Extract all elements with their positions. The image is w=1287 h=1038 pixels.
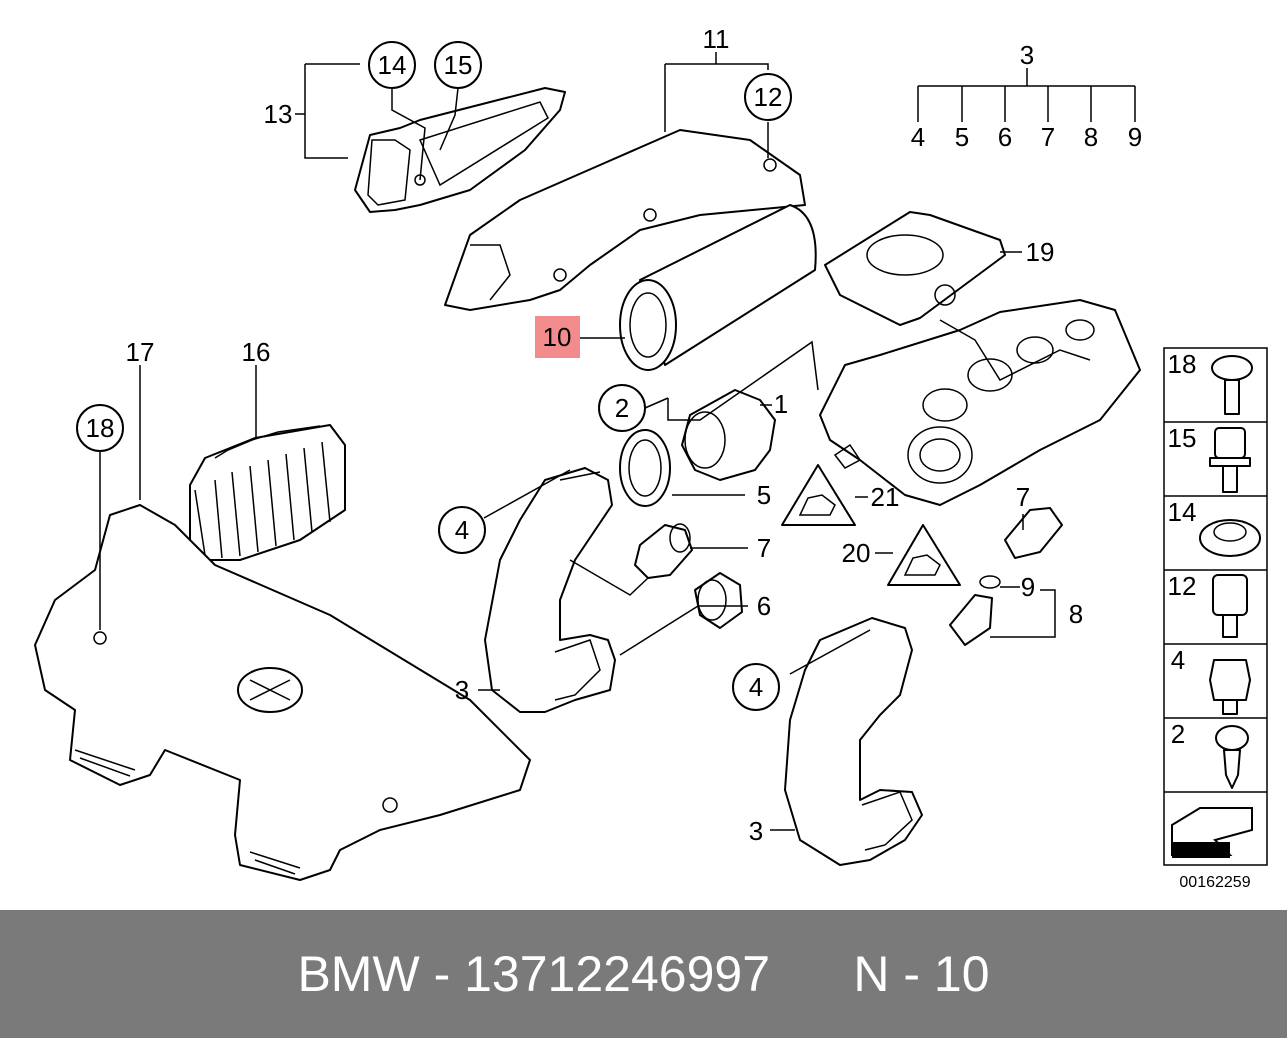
- callout-16: 16: [242, 337, 271, 367]
- callout-8: 8: [1069, 599, 1083, 629]
- silencer-cover-part: [444, 129, 806, 311]
- position-code: N - 10: [853, 946, 990, 1002]
- callout-13: 13: [264, 99, 293, 129]
- cylinder-head-cover-part: [819, 299, 1141, 506]
- callout-4-lower: 4: [749, 672, 763, 702]
- callout-18: 18: [86, 413, 115, 443]
- air-filter-element-part: [619, 204, 817, 371]
- panel-label-4: 4: [1171, 645, 1185, 675]
- warning-label-20: [887, 524, 961, 586]
- callout-6: 6: [757, 591, 771, 621]
- diagram-code: 00162259: [1179, 874, 1250, 891]
- callout-6-group: 6: [998, 122, 1012, 152]
- panel-label-18: 18: [1168, 349, 1197, 379]
- callout-19: 19: [1026, 237, 1055, 267]
- brand-separator: -: [433, 946, 451, 1002]
- callout-5-group: 5: [955, 122, 969, 152]
- callout-4-upper: 4: [455, 515, 469, 545]
- callout-5: 5: [757, 480, 771, 510]
- callout-20: 20: [842, 538, 871, 568]
- air-mass-meter-part: [681, 389, 776, 481]
- callout-17: 17: [126, 337, 155, 367]
- part-number: 13712246997: [464, 946, 771, 1002]
- callout-11: 11: [703, 24, 730, 54]
- fastener-panel: 18 15 14 12 4 2: [1163, 347, 1268, 866]
- valve-part: [949, 575, 1001, 646]
- callout-7-right: 7: [1016, 482, 1030, 512]
- warning-label-21: [781, 464, 856, 526]
- hex-socket-bolt-icon: [1209, 427, 1251, 493]
- callout-14-circle: [368, 41, 416, 89]
- panel-label-2: 2: [1171, 719, 1185, 749]
- separator: [420, 945, 434, 1003]
- self-tapping-screw-icon: [1215, 725, 1249, 789]
- grommet-part: [694, 572, 743, 629]
- gap: [770, 945, 853, 1003]
- callout-12: 12: [754, 82, 783, 112]
- separator-space: [450, 945, 464, 1003]
- intake-hose-lower-part: [784, 617, 923, 866]
- callout-3-group: 3: [1020, 40, 1034, 70]
- callout-7-group: 7: [1041, 122, 1055, 152]
- panel-label-12: 12: [1168, 571, 1197, 601]
- panel-label-15: 15: [1168, 423, 1197, 453]
- torx-flange-screw-icon: [1211, 355, 1253, 415]
- panel-label-14: 14: [1168, 497, 1197, 527]
- engine-cover-part: [34, 504, 531, 881]
- callout-10-highlighted: 10: [543, 322, 572, 352]
- sleeve-part: [634, 507, 1063, 579]
- intake-duct-part: [354, 87, 566, 213]
- parts-diagram: 14 15 13 11 12 3 4 5 6 7 8 9 19 10 2 1 5…: [34, 24, 1268, 891]
- bellows-part: [189, 424, 346, 561]
- callout-9-group: 9: [1128, 122, 1142, 152]
- callout-9: 9: [1021, 572, 1035, 602]
- hex-bolt-icon: [1209, 659, 1251, 715]
- rubber-grommet-icon: [1199, 519, 1261, 557]
- callout-15: 15: [444, 50, 473, 80]
- callout-8-group: 8: [1084, 122, 1098, 152]
- callout-3-lower: 3: [749, 816, 763, 846]
- callout-7: 7: [757, 533, 771, 563]
- callout-21: 21: [871, 482, 900, 512]
- socket-screw-icon: [1212, 574, 1248, 638]
- engine-top-plate-part: [824, 211, 1006, 326]
- footer-bar: BMW - 13712246997 N - 10: [0, 910, 1287, 1038]
- arrow-direction-icon: [1171, 807, 1253, 858]
- intake-hose-upper-part: [484, 467, 616, 713]
- brand-name: BMW: [297, 946, 420, 1002]
- highlight-box: [535, 316, 580, 358]
- callout-4-group: 4: [911, 122, 925, 152]
- callout-1: 1: [774, 389, 788, 419]
- seal-ring-part: [619, 429, 671, 507]
- callout-14: 14: [378, 50, 407, 80]
- callout-3-upper: 3: [455, 675, 469, 705]
- leader-lines: [99, 52, 1136, 831]
- callout-labels: 14 15 13 11 12 3 4 5 6 7 8 9 19 10 2 1 5…: [76, 24, 1142, 846]
- callout-2: 2: [615, 393, 629, 423]
